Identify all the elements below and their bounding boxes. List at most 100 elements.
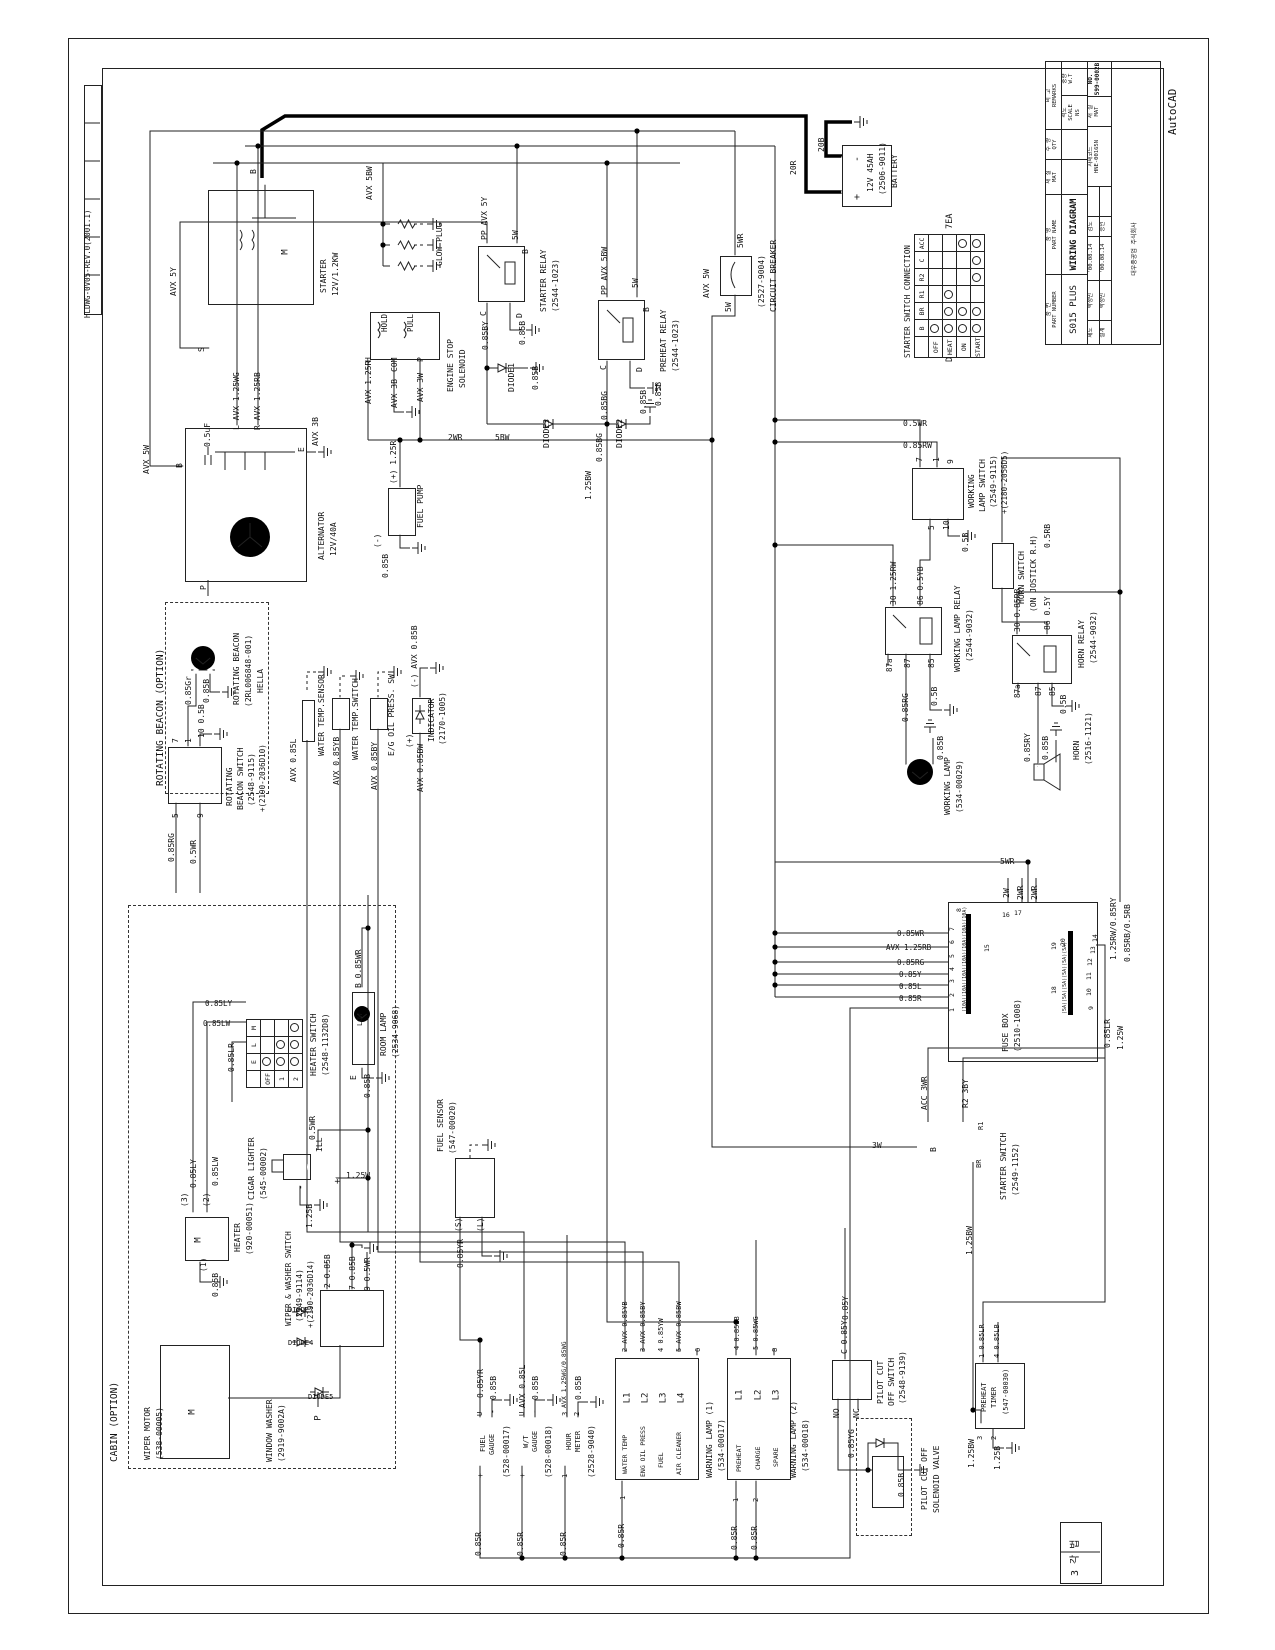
hdr-qty: 수 량 QTY xyxy=(1045,129,1062,160)
scale-cell: 척도 SCALE NS xyxy=(1061,95,1088,130)
terminal-circle xyxy=(207,668,213,674)
wire-label: ROOM LAMP xyxy=(379,1012,388,1056)
wire-label: DIODE5 xyxy=(308,1393,334,1401)
wire-label: 0.85B xyxy=(574,1375,583,1400)
wire-label: (547-00020) xyxy=(448,1101,457,1154)
wire-label: HELLA xyxy=(256,668,265,693)
wire-label: PREHEAT xyxy=(980,1382,988,1412)
ground-icon xyxy=(412,542,426,554)
component-box xyxy=(283,1154,311,1180)
wire-label: AVX 1.25RB xyxy=(886,943,932,952)
junction-dot xyxy=(1025,859,1031,865)
wire-label: AVX 0.85BW xyxy=(416,743,425,792)
wire-label: AVX 1.25R xyxy=(364,360,373,404)
wire-label: 0.5WR xyxy=(189,839,198,864)
circle-symbol xyxy=(307,1155,331,1179)
wire-label: TIMER xyxy=(990,1386,998,1408)
hdr-mat: 재 질 MAT xyxy=(1045,159,1062,195)
ground-icon xyxy=(526,324,540,336)
fuse-terminal xyxy=(951,1004,959,1012)
wire-label: 2 xyxy=(948,993,956,997)
wire-label: 12V/40A xyxy=(329,522,338,556)
terminal-circle xyxy=(1053,762,1059,768)
wire-label: AVX 3B xyxy=(311,417,320,446)
wire-label: (2RL006848-001) xyxy=(244,634,253,707)
ground-icon xyxy=(376,1072,390,1084)
wire-label: AVX 5BW xyxy=(365,166,374,200)
terminal-circle xyxy=(753,1355,759,1361)
wire-label: 19 xyxy=(1050,942,1058,950)
circle-symbol xyxy=(307,1407,329,1429)
part-name-value: WIRING DIAGRAM xyxy=(1061,194,1088,275)
lamp-icon xyxy=(354,1006,370,1022)
junction-dot xyxy=(634,128,640,134)
wire-label: 12 xyxy=(1086,958,1094,966)
wire-label: 10 0.5B xyxy=(197,704,206,738)
junction-dot xyxy=(619,1555,625,1561)
lamp-filament-icon xyxy=(356,1013,368,1019)
wire-label: R AVX 1.25RB xyxy=(253,372,262,430)
wire-label: WATER TEMP.SWITCH xyxy=(351,678,360,760)
terminal-circle xyxy=(331,1177,337,1183)
terminal-circle xyxy=(640,1355,646,1361)
wire-label: PULL xyxy=(406,313,415,332)
wire-label: DIODE1 xyxy=(507,363,516,392)
terminal-circle xyxy=(771,1355,777,1361)
wire-label: FUEL xyxy=(657,1452,665,1468)
fuse-terminal xyxy=(1052,946,1060,954)
wire-label: LOW xyxy=(356,1013,364,1026)
ground-icon xyxy=(1050,722,1062,736)
wire-label: 0.85YG xyxy=(847,1429,856,1458)
component-box xyxy=(912,468,964,520)
terminal-circle xyxy=(945,513,951,519)
wire-label: CHARGE xyxy=(754,1446,762,1470)
wire-label: METER xyxy=(574,1430,582,1452)
wire-label: 0.85R xyxy=(559,1531,568,1556)
junction-dot xyxy=(380,221,386,227)
ground-icon xyxy=(504,1394,518,1406)
wire-label: 0.85RG xyxy=(897,958,925,967)
junction-dot xyxy=(365,925,371,931)
wire-label: 0.85B xyxy=(381,553,390,578)
junction-dot xyxy=(519,1555,525,1561)
component-box xyxy=(975,1363,1025,1429)
terminal-circle xyxy=(519,1460,525,1466)
fuse-bus-bar xyxy=(966,914,971,1014)
wire-label: (547-00030) xyxy=(1002,1368,1010,1415)
junction-dot xyxy=(477,1337,483,1343)
wire-label: E/G OIL PRESS. SW xyxy=(387,674,396,756)
inner-border xyxy=(102,68,1164,1586)
wire-label: 87 xyxy=(1034,686,1043,696)
wire-label: AVX 5W xyxy=(702,269,711,298)
junction-dot xyxy=(865,1467,871,1473)
wire-label: 5W xyxy=(631,278,640,288)
wire-label: WIPER MOTOR xyxy=(143,1407,152,1460)
junction-dot xyxy=(772,971,778,977)
terminal-circle xyxy=(978,1423,984,1429)
contact-mark xyxy=(972,255,981,265)
wire-label: 2 0.85B xyxy=(323,1254,332,1288)
wire-label: 0.85RG xyxy=(901,693,910,722)
ground-icon xyxy=(430,662,444,674)
wire-label: + xyxy=(518,1473,527,1478)
circle-symbol xyxy=(655,1390,671,1406)
wire-label: 1 xyxy=(732,1497,740,1502)
wire-label: B xyxy=(175,463,184,468)
wire-label: 11 xyxy=(1085,972,1093,980)
component-box xyxy=(885,607,942,655)
wire-label: HOUR xyxy=(565,1433,573,1450)
wire-label: 14 xyxy=(1091,934,1099,942)
terminal-circle xyxy=(927,513,933,519)
contact-mark xyxy=(972,323,981,333)
wire-label: 5 AVX 0.85BW xyxy=(675,1301,683,1352)
fuse-terminal xyxy=(1052,976,1060,984)
wire-label: 0.5B xyxy=(961,532,970,552)
wire-label: 1 xyxy=(561,1473,569,1478)
junction-dot xyxy=(753,1555,759,1561)
resistor-icon xyxy=(397,239,416,251)
wire-label: AVX 3W xyxy=(416,373,425,402)
wire-label: E xyxy=(297,447,306,452)
wire-label: HOLD xyxy=(380,313,389,332)
